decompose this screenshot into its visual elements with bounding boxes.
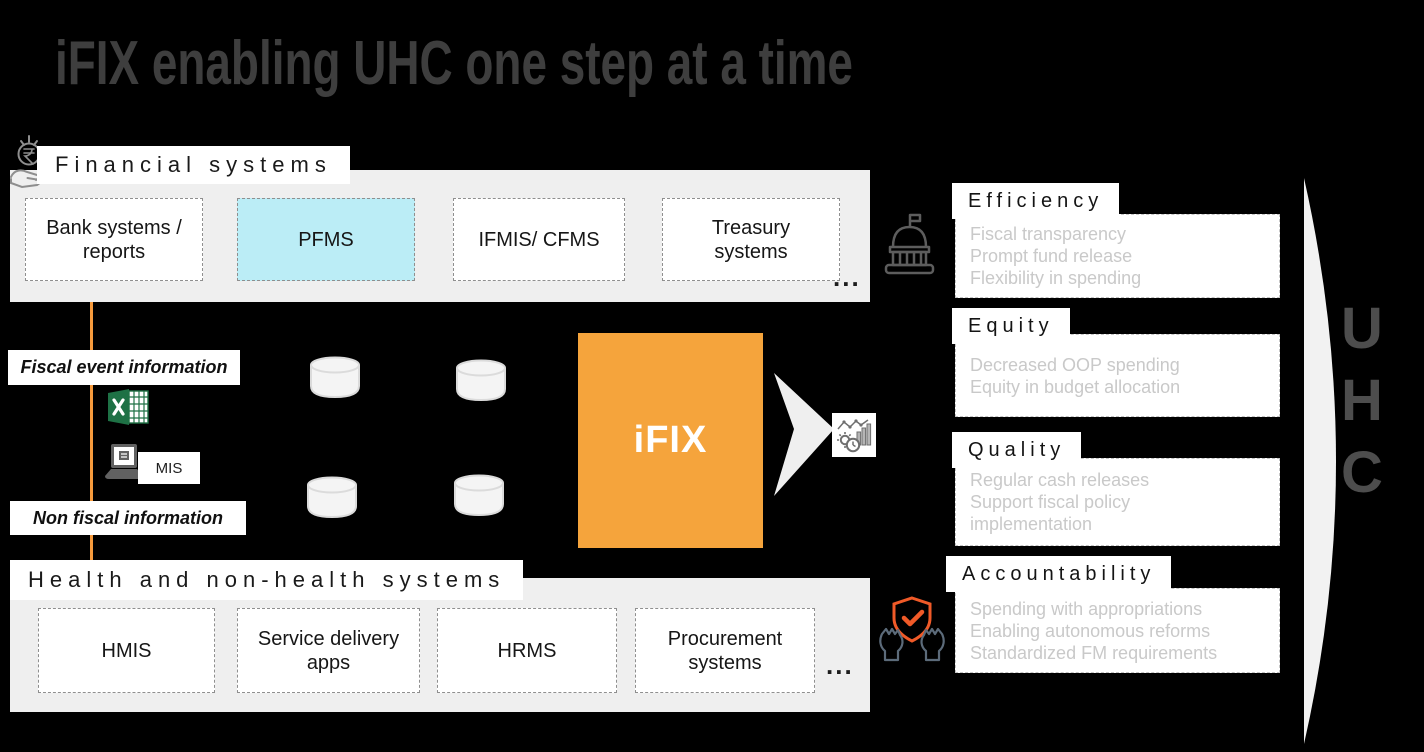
health-systems-label-text: Health and non-health systems — [28, 567, 506, 592]
benefit-header-accountability: Accountability — [946, 556, 1172, 592]
system-box-bank-systems-text: Bank systems / reports — [46, 216, 182, 263]
benefit-item: Fiscal transparency — [970, 224, 1127, 244]
benefit-item: Spending with appropriations — [970, 598, 1203, 619]
chevron-right-arrow — [774, 373, 834, 496]
system-box-hrms-text: HRMS — [497, 639, 557, 662]
benefit-title-equity: Equity — [968, 314, 1054, 337]
uhc-letter-h: H — [1341, 368, 1383, 433]
government-building-icon — [884, 213, 935, 275]
non-fiscal-information-label: Non fiscal information — [10, 501, 246, 535]
system-box-hmis: HMIS — [38, 608, 215, 693]
system-box-bank-systems: Bank systems / reports — [25, 198, 203, 281]
system-box-pfms-text: PFMS — [298, 228, 354, 251]
uhc-letter-c: C — [1341, 440, 1383, 505]
benefit-title-accountability: Accountability — [962, 562, 1156, 585]
database-cylinder-icon — [310, 356, 360, 399]
system-box-service-delivery: Service delivery apps — [237, 608, 420, 693]
analytics-gears-clock-icon — [837, 419, 872, 453]
excel-file-icon — [108, 389, 149, 425]
database-cylinder-icon — [307, 476, 357, 519]
ifix-core-label: iFIX — [633, 419, 708, 461]
benefit-header-quality: Quality — [952, 432, 1082, 468]
benefit-content-accountability: Spending with appropriations Enabling au… — [955, 588, 1280, 673]
system-box-ifmis-cfms: IFMIS/ CFMS — [453, 198, 625, 281]
fiscal-event-information-label: Fiscal event information — [8, 350, 240, 385]
health-systems-label: Health and non-health systems — [10, 560, 524, 600]
benefit-header-equity: Equity — [952, 308, 1070, 344]
system-box-hmis-text: HMIS — [101, 639, 152, 662]
non-fiscal-information-text: Non fiscal information — [32, 507, 223, 528]
system-box-ifmis-cfms-text: IFMIS/ CFMS — [478, 228, 600, 251]
uhc-curved-arrow — [1304, 178, 1336, 744]
system-box-procurement: Procurement systems — [635, 608, 815, 693]
mis-label: MIS — [138, 452, 200, 484]
benefit-item: Flexibility in spending — [970, 268, 1142, 288]
health-more-dots: ... — [826, 650, 854, 680]
benefit-item: Standardized FM requirements — [970, 642, 1218, 663]
benefit-item: Regular cash releases — [970, 470, 1150, 490]
benefit-title-efficiency: Efficiency — [968, 189, 1104, 212]
database-cylinder-icon — [456, 359, 506, 402]
benefit-content-equity: Decreased OOP spending Equity in budget … — [955, 334, 1280, 417]
financial-systems-label: Financial systems — [37, 146, 350, 184]
uhc-letter-u: U — [1341, 296, 1383, 361]
financial-more-dots: ... — [833, 262, 861, 292]
system-box-service-delivery-text: Service delivery apps — [257, 627, 400, 674]
flow-connector-line — [90, 302, 93, 578]
benefit-header-efficiency: Efficiency — [952, 183, 1120, 219]
hands-shield-check-icon — [879, 596, 945, 662]
mis-label-text: MIS — [155, 459, 183, 477]
benefit-item: Prompt fund release — [970, 246, 1133, 266]
benefit-item: Equity in budget allocation — [970, 376, 1181, 397]
system-box-hrms: HRMS — [437, 608, 617, 693]
benefit-item: Support fiscal policy implementation — [970, 492, 1131, 534]
system-box-procurement-text: Procurement systems — [667, 627, 783, 674]
benefit-content-efficiency: Fiscal transparency Prompt fund release … — [955, 214, 1280, 298]
fiscal-event-information-text: Fiscal event information — [20, 357, 228, 377]
system-box-treasury-text: Treasury systems — [711, 216, 791, 263]
benefit-content-quality: Regular cash releases Support fiscal pol… — [955, 458, 1280, 546]
financial-systems-label-text: Financial systems — [55, 152, 332, 177]
system-box-pfms: PFMS — [237, 198, 415, 281]
page-title: iFIX enabling UHC one step at a time — [55, 29, 853, 98]
benefit-item: Decreased OOP spending — [970, 354, 1180, 375]
analytics-output-box — [832, 413, 876, 457]
mis-computer-icon — [105, 444, 143, 479]
ifix-core-box: iFIX — [578, 333, 763, 548]
system-box-treasury: Treasury systems — [662, 198, 840, 281]
database-cylinder-icon — [454, 474, 504, 517]
benefit-item: Enabling autonomous reforms — [970, 620, 1211, 641]
benefit-title-quality: Quality — [968, 438, 1066, 461]
